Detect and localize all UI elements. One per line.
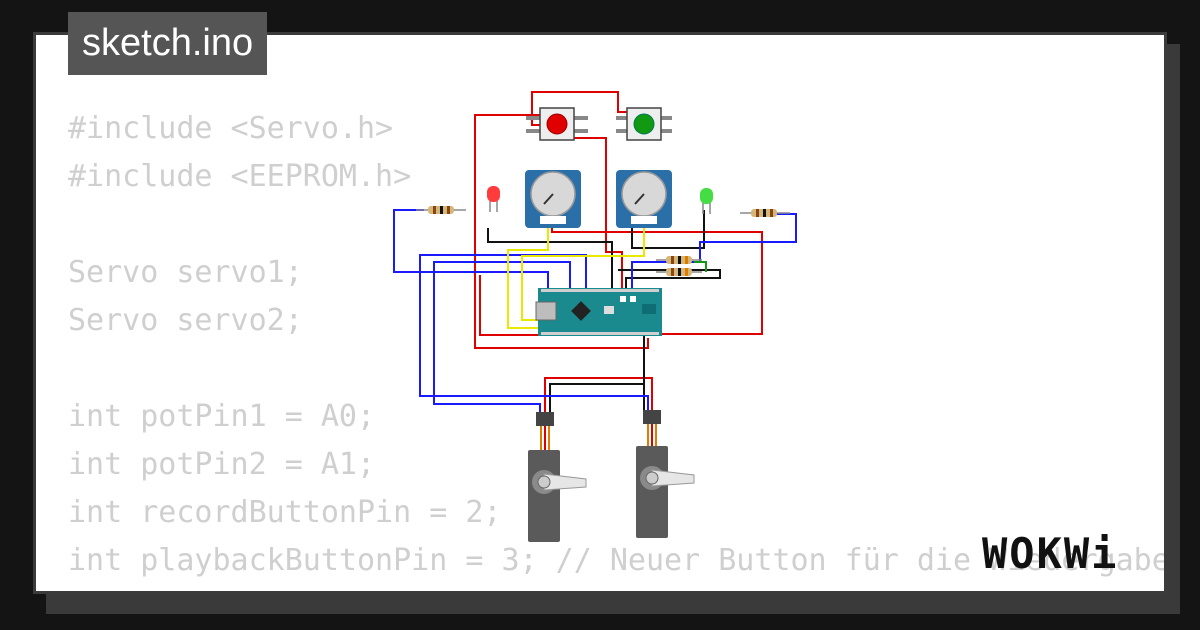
resistor-1[interactable] [416, 206, 466, 214]
servo-1[interactable] [528, 412, 587, 542]
wire-red [544, 377, 653, 418]
potentiometer-1[interactable] [525, 170, 581, 228]
code-line: #include <Servo.h> [68, 111, 394, 146]
wokwi-logo: WOKWi [982, 529, 1118, 576]
wire-yellow [507, 216, 549, 329]
potentiometer-2[interactable] [616, 170, 672, 228]
resistor-2[interactable] [740, 209, 790, 217]
green-led[interactable] [700, 188, 713, 214]
file-tab[interactable]: sketch.ino [68, 12, 268, 75]
wire-blue [393, 209, 549, 290]
code-line: Servo servo1; [68, 255, 303, 290]
wire-blue [433, 261, 571, 418]
servo-2[interactable] [636, 410, 695, 538]
code-line: Servo servo2; [68, 303, 303, 338]
wire-black [487, 228, 613, 290]
resistor-4[interactable] [656, 268, 702, 276]
wire-green [694, 261, 707, 272]
circuit-diagram [393, 91, 797, 542]
code-line: int ledPin1 = 8; [68, 585, 1164, 591]
red-pushbutton[interactable] [526, 107, 588, 141]
wire-red [479, 275, 545, 336]
wire-black [549, 334, 645, 418]
wokwi-logo-text: WOKWi [982, 529, 1118, 576]
code-preview: #include <Servo.h> #include <EEPROM.h> Ser… [68, 105, 1167, 591]
code-line: int potPin2 = A1; [68, 447, 376, 482]
wire-blue [631, 213, 797, 290]
wire-blue [419, 254, 649, 418]
green-pushbutton[interactable] [616, 107, 672, 141]
wire-yellow [521, 216, 645, 321]
wire-black [631, 210, 705, 249]
code-line: #include <EEPROM.h> [68, 159, 412, 194]
code-line: int potPin1 = A0; [68, 399, 376, 434]
wire-red [531, 91, 630, 126]
wire-red [474, 114, 649, 349]
arduino-nano-board[interactable] [535, 288, 662, 336]
code-line: int playbackButtonPin = 3; // Neuer Butt… [68, 543, 1167, 578]
wire-red [570, 137, 623, 290]
red-led[interactable] [487, 186, 500, 212]
resistor-3[interactable] [656, 256, 702, 264]
code-line: int recordButtonPin = 2; [68, 495, 502, 530]
